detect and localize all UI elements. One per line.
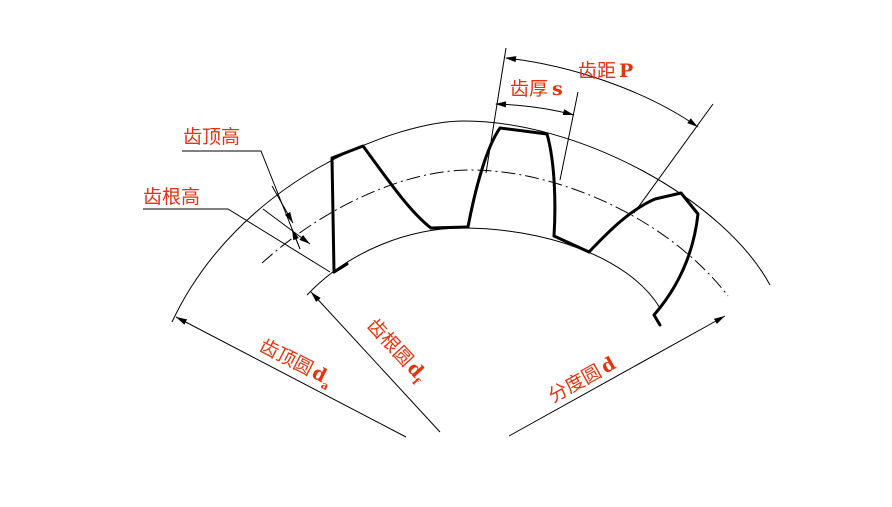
dedendum-leader	[143, 208, 331, 273]
root-circle-arc	[306, 227, 661, 309]
tooth-right	[587, 191, 700, 327]
pitch-circle-leader	[508, 315, 726, 437]
pitch-circle-label-text: 分度圆	[545, 360, 606, 407]
thickness-label-var: s	[552, 78, 563, 100]
pitch-label-text: 齿距	[578, 60, 616, 82]
addendum-arrow-2	[291, 228, 301, 250]
dedendum-label: 齿根高	[143, 186, 200, 208]
thickness-label-text: 齿厚	[510, 78, 548, 100]
thickness-dim-arc	[495, 101, 575, 116]
tooth-middle	[466, 126, 557, 238]
root-circle-leader	[310, 291, 441, 433]
pitch-circle-arc	[261, 169, 729, 297]
pitch-dim-arc	[505, 56, 699, 128]
tooth-left	[330, 144, 433, 274]
tip-circle-leader	[175, 316, 407, 438]
dedendum-arrow	[262, 208, 311, 245]
root-segment-2	[552, 234, 591, 254]
root-circle-label-text: 齿根圆	[362, 314, 417, 371]
addendum-arrow	[271, 185, 294, 224]
root-circle-label: 齿根圆df	[360, 314, 432, 388]
tip-circle-arc	[171, 120, 771, 323]
pitch-circle-label: 分度圆d	[545, 353, 620, 408]
addendum-label: 齿顶高	[183, 126, 240, 148]
pitch-label-var: P	[619, 60, 633, 82]
pitch-ext-line-left	[485, 47, 507, 174]
root-segment-left	[332, 262, 349, 274]
tip-circle-label-text: 齿顶圆	[256, 335, 317, 380]
thickness-ext-line-right	[559, 91, 579, 181]
root-segment-1	[429, 225, 470, 230]
pitch-ext-line-right	[633, 103, 714, 214]
